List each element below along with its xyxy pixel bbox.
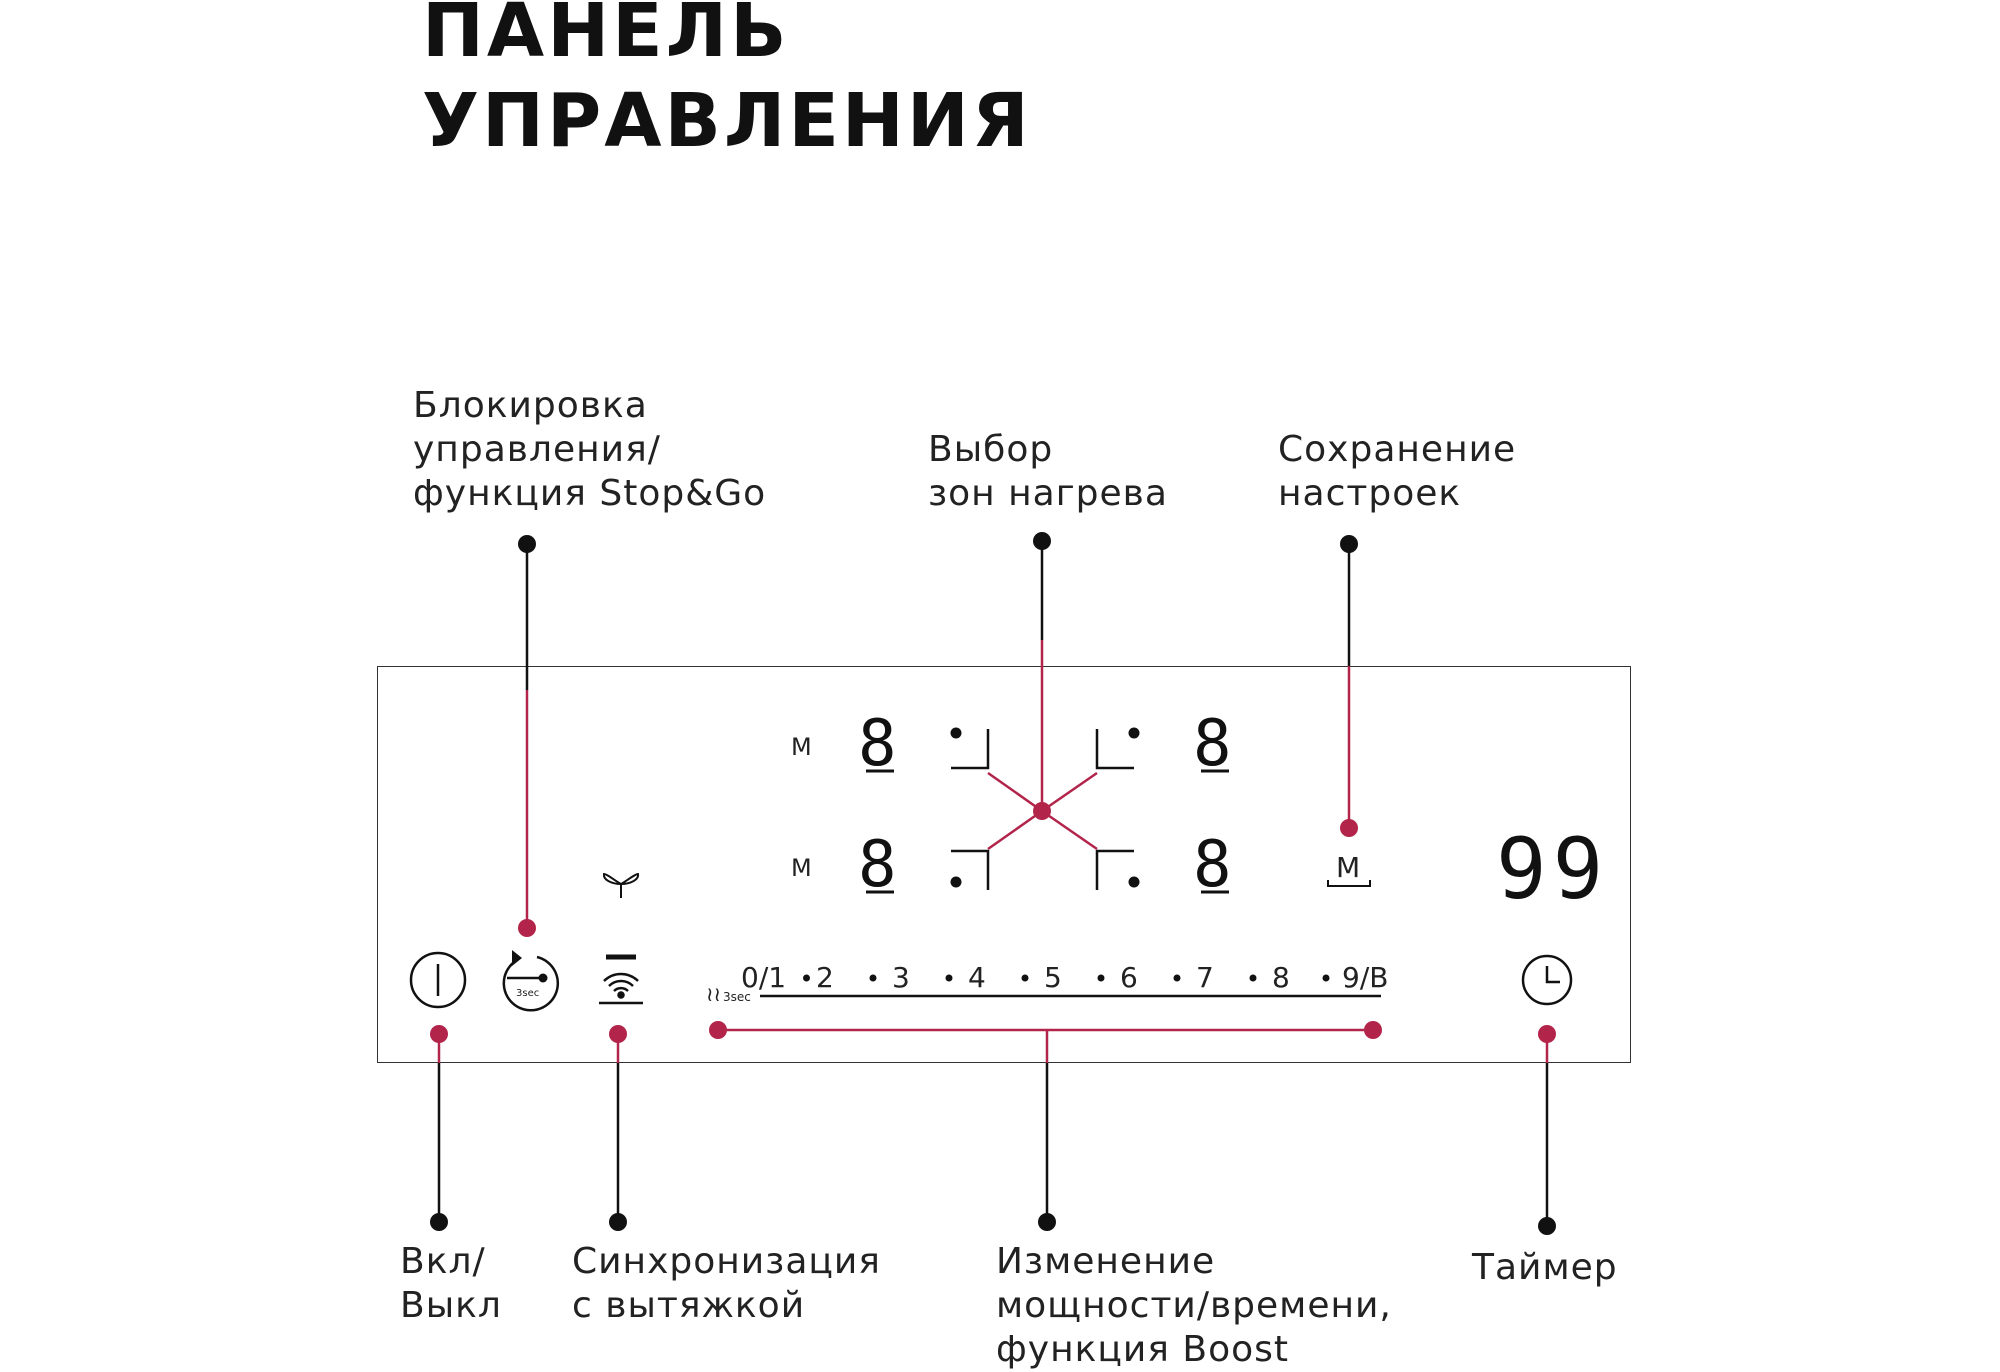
- callout-zones: [987, 532, 1098, 851]
- callout-timer: [1538, 1025, 1556, 1235]
- label-lock-line-1: Блокировка: [413, 385, 648, 426]
- power-scale-slider[interactable]: ≀≀ 3sec 0/1 2 3 4 5 6 7 8 9/B: [706, 961, 1388, 1006]
- scale-hold-label: 3sec: [723, 990, 751, 1004]
- zone-rear-left-display[interactable]: M 8: [791, 828, 897, 902]
- lock-hold-label: 3sec: [516, 988, 539, 999]
- scale-level-2[interactable]: 2: [816, 961, 834, 994]
- label-timer: Таймер: [1472, 1246, 1618, 1290]
- zone-front-left-display[interactable]: M 8: [791, 707, 897, 781]
- callout-lock: [518, 535, 536, 937]
- label-lock-line-2: управления/: [413, 429, 661, 470]
- scale-separator-dot: [1097, 974, 1105, 982]
- scale-level-8[interactable]: 8: [1272, 961, 1290, 994]
- scale-level-5[interactable]: 5: [1044, 961, 1062, 994]
- scale-separator-dot: [1173, 974, 1181, 982]
- title-line-2: УПРАВЛЕНИЯ: [422, 78, 1032, 164]
- scale-separator-dot: [869, 974, 877, 982]
- power-button[interactable]: [409, 951, 467, 1009]
- label-hood-sync: Синхронизация с вытяжкой: [572, 1240, 881, 1328]
- memory-button[interactable]: M: [1327, 851, 1371, 887]
- label-zones-line-1: Выбор: [928, 429, 1054, 470]
- hood-sync-button[interactable]: [599, 872, 643, 1005]
- label-hood-line-1: Синхронизация: [572, 1241, 881, 1282]
- scale-level-9[interactable]: 9/B: [1342, 961, 1388, 994]
- label-power-level: Изменение мощности/времени, функция Boos…: [996, 1240, 1392, 1372]
- label-memory: Сохранение настроек: [1278, 428, 1516, 516]
- zone-selector-brackets[interactable]: [950, 727, 1140, 891]
- callout-hood-sync: [609, 1025, 627, 1231]
- scale-separator-dot: [945, 974, 953, 982]
- label-zone-select: Выбор зон нагрева: [928, 428, 1168, 516]
- scale-separator-dot: [1322, 974, 1330, 982]
- zone-digit: 8: [858, 828, 897, 902]
- power-icon: [409, 951, 467, 1009]
- timer-button[interactable]: [1521, 954, 1573, 1006]
- fan-icon: [602, 872, 640, 898]
- scale-level-3[interactable]: 3: [892, 961, 910, 994]
- scale-level-4[interactable]: 4: [968, 961, 986, 994]
- callout-power: [430, 1025, 448, 1231]
- scale-separator-dot: [1249, 974, 1257, 982]
- scale-level-7[interactable]: 7: [1196, 961, 1214, 994]
- label-power-line-2: Выкл: [400, 1285, 502, 1326]
- callout-memory: [1340, 535, 1358, 837]
- label-lock-stopgo: Блокировка управления/ функция Stop&Go: [413, 384, 766, 516]
- label-zones-line-2: зон нагрева: [928, 473, 1168, 514]
- boost-wave-icon: ≀≀: [706, 982, 721, 1006]
- scale-separator-dot: [803, 974, 810, 982]
- scale-level-6[interactable]: 6: [1120, 961, 1138, 994]
- label-lock-line-3: функция Stop&Go: [413, 473, 767, 514]
- zone-mode-letter: M: [791, 854, 812, 882]
- zone-digit: 8: [1193, 828, 1232, 902]
- label-power: Вкл/ Выкл: [400, 1240, 502, 1328]
- page-title: ПАНЕЛЬ УПРАВЛЕНИЯ: [422, 0, 1032, 166]
- label-power-level-line-1: Изменение: [996, 1241, 1216, 1282]
- memory-letter: M: [1336, 851, 1360, 884]
- control-panel: [377, 666, 1631, 1063]
- lock-icon: [502, 955, 560, 1012]
- scale-level-1[interactable]: 0/1: [741, 961, 786, 994]
- callout-power-level: [709, 1021, 1382, 1231]
- label-memory-line-2: настроек: [1278, 473, 1462, 514]
- timer-display: 99: [1496, 820, 1609, 918]
- label-power-level-line-3: функция Boost: [996, 1329, 1289, 1370]
- zone-digit: 8: [858, 707, 897, 781]
- scale-separator-dot: [1021, 974, 1029, 982]
- lock-button[interactable]: 3sec: [502, 950, 560, 1012]
- zone-rear-right-display[interactable]: 8: [1193, 828, 1232, 902]
- label-memory-line-1: Сохранение: [1278, 429, 1517, 470]
- label-power-line-1: Вкл/: [400, 1241, 486, 1282]
- zone-digit: 8: [1193, 707, 1232, 781]
- title-line-1: ПАНЕЛЬ: [422, 0, 790, 74]
- label-hood-line-2: с вытяжкой: [572, 1285, 806, 1326]
- hood-wifi-icon: [599, 954, 643, 1005]
- label-timer-line-1: Таймер: [1472, 1247, 1618, 1288]
- zone-mode-letter: M: [791, 733, 812, 761]
- label-power-level-line-2: мощности/времени,: [996, 1285, 1392, 1326]
- clock-icon: [1521, 954, 1573, 1006]
- zone-front-right-display[interactable]: 8: [1193, 707, 1232, 781]
